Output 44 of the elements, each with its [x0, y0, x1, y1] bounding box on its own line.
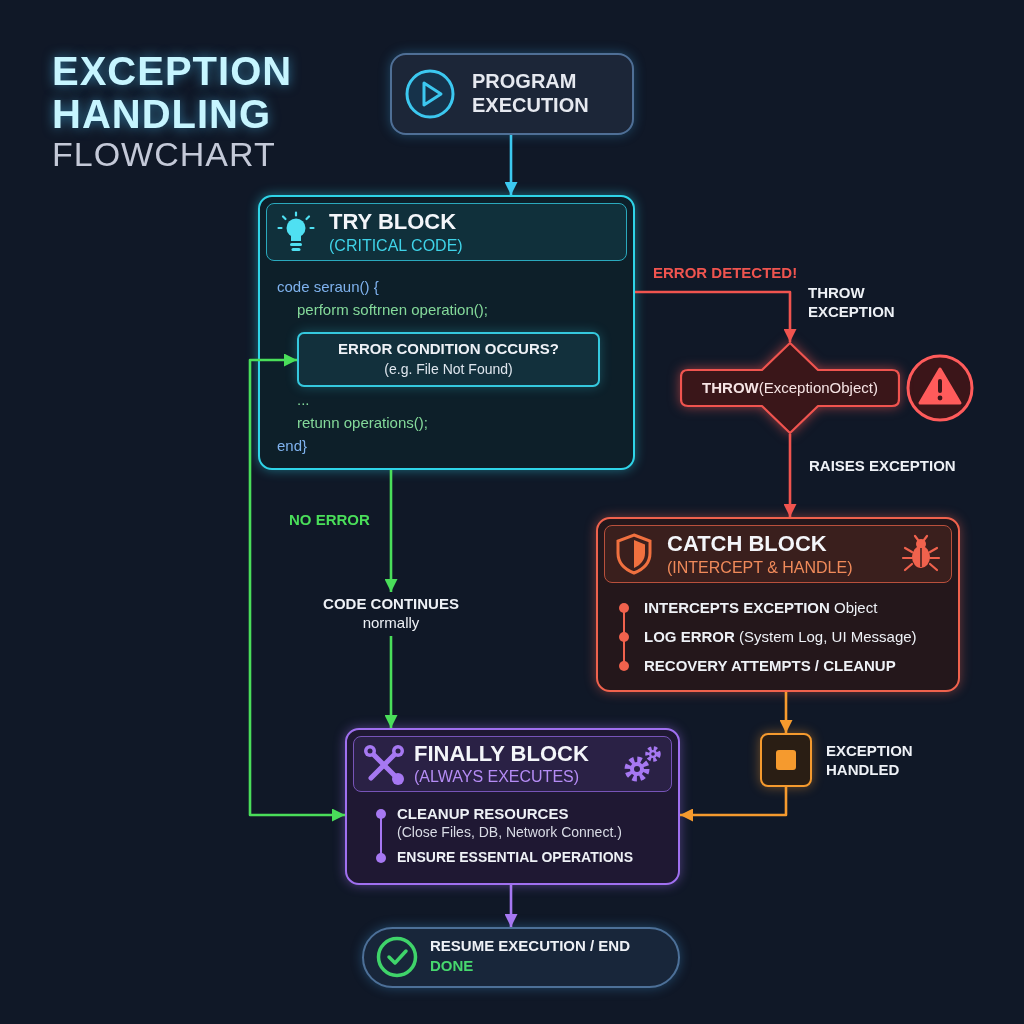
arrow [504, 885, 518, 927]
bullet-text: RECOVERY ATTEMPTS / CLEANUP [644, 657, 897, 675]
code-block-panel [258, 195, 635, 470]
block-title: TRY BLOCK [329, 209, 458, 236]
node-title: RESUME EXECUTION / END [430, 937, 632, 955]
code-line: retunn operations(); [297, 414, 429, 432]
arrow [248, 353, 345, 822]
bullet-text: (Close Files, DB, Network Connect.) [397, 824, 623, 841]
code-line: perform softrnen operation(); [297, 301, 489, 319]
code-line: code seraun() { [277, 278, 380, 296]
bullet-text: ENSURE ESSENTIAL OPERATIONS [397, 849, 634, 866]
bullet-text: LOG ERROR (System Log, UI Message) [644, 628, 918, 646]
block-title: CATCH BLOCK [667, 531, 828, 558]
node-subtitle: (e.g. File Not Found) [383, 361, 514, 378]
arrow [635, 290, 797, 342]
node-text: THROW(ExceptionObject) [701, 379, 879, 397]
code-line: end} [277, 437, 309, 455]
block-subtitle: (INTERCEPT & HANDLE) [667, 558, 854, 578]
arrow [384, 470, 398, 592]
catch-block-panel [596, 517, 960, 692]
arrow [504, 135, 518, 195]
condition-box [297, 332, 600, 387]
title: EXCEPTION HANDLING FLOWCHART [52, 50, 294, 174]
node-title: ERROR CONDITION OCCURS? [337, 340, 560, 358]
bullet-text: CLEANUP RESOURCES [397, 805, 570, 823]
block-subtitle: (ALWAYS EXECUTES) [414, 767, 581, 787]
block-title: FINALLY BLOCK [414, 741, 590, 768]
arrow [783, 434, 797, 517]
status-square [760, 733, 812, 787]
annotation-label: THROW EXCEPTION [808, 284, 896, 322]
bullet-text: INTERCEPTS EXCEPTION Object [644, 599, 879, 617]
throw-diamond [680, 342, 900, 434]
arrow [779, 692, 793, 733]
node-caption: EXCEPTION HANDLED [826, 742, 914, 780]
end-pill [362, 927, 680, 988]
block-subtitle: (CRITICAL CODE) [329, 236, 464, 256]
arrow [384, 636, 398, 728]
process-box [390, 53, 634, 135]
finally-block-panel [345, 728, 680, 885]
code-line: ... [297, 391, 311, 409]
node-text: CODE CONTINUES normally [306, 592, 476, 636]
arrow [680, 787, 788, 822]
node-subtitle: DONE [430, 957, 475, 975]
node-text: PROGRAM EXECUTION [472, 69, 590, 117]
